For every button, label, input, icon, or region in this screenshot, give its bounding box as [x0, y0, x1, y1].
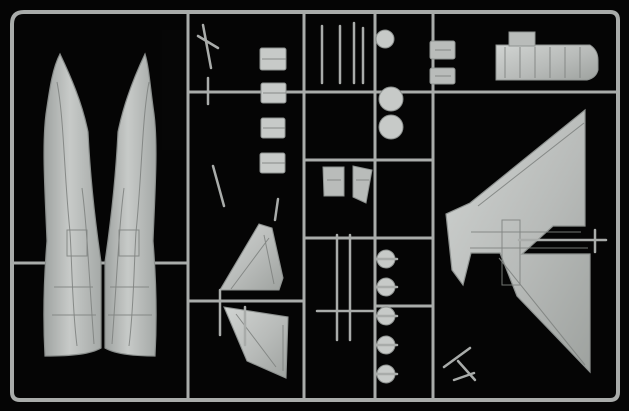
small-cockpit-details: [322, 40, 456, 204]
outer-runner-frame: [10, 10, 620, 402]
left-fuselage-half: [43, 52, 102, 357]
round-parts-column: [373, 29, 404, 384]
thin-rods-and-gates: [196, 21, 477, 382]
frame-openings: [162, 27, 429, 230]
vertical-runners: [186, 10, 435, 402]
main-wing: [445, 108, 608, 374]
small-panels: [259, 47, 287, 174]
right-fuselage-half: [104, 52, 157, 357]
tail-fins: [219, 223, 289, 379]
upper-right-cockpit-part: [495, 31, 599, 81]
